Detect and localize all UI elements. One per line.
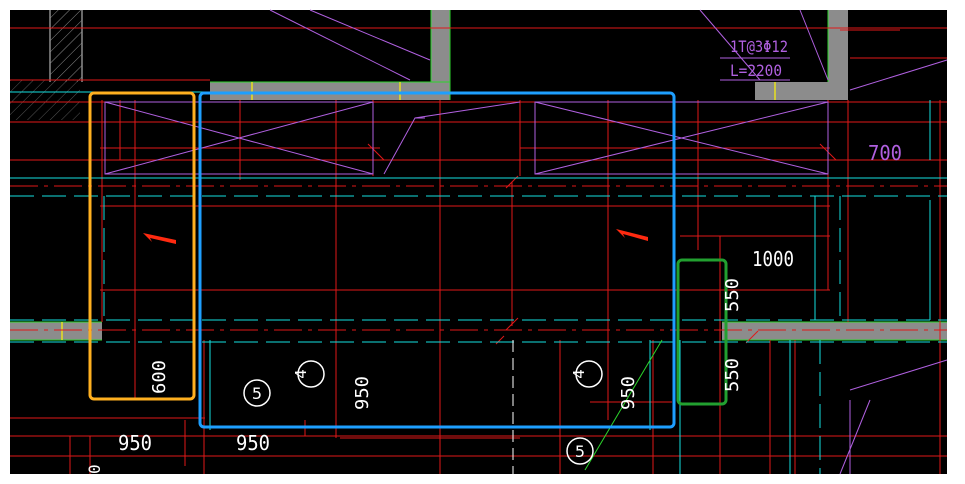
svg-text:5: 5 <box>252 384 262 403</box>
hatched-column <box>10 10 83 120</box>
marker-5-left: 5 <box>243 379 271 407</box>
rebar-spec-label: 1T@3Φ12 <box>730 37 788 56</box>
magenta-lines <box>104 9 948 475</box>
dimension-1000: 1000 <box>752 247 794 271</box>
arrow-left-icon <box>143 233 176 244</box>
green-highlight-box[interactable] <box>676 258 728 406</box>
blue-highlight-box[interactable] <box>198 91 676 429</box>
dimension-950-vertical-right: 950 <box>618 376 639 410</box>
length-label: L=2200 <box>730 61 782 80</box>
svg-text:5: 5 <box>575 442 585 461</box>
marker-4-right: 4 <box>570 360 603 388</box>
dimension-550-lower: 550 <box>722 358 743 392</box>
walls <box>10 10 947 341</box>
svg-text:4: 4 <box>570 369 588 379</box>
dimension-550-upper: 550 <box>722 278 743 312</box>
arrow-right-icon <box>616 229 648 241</box>
orange-highlight-box[interactable] <box>88 91 196 401</box>
dimension-700: 700 <box>868 141 902 165</box>
dimension-600: 600 <box>149 360 170 394</box>
marker-5-bottom: 5 <box>566 437 594 465</box>
cyan-lines <box>10 91 947 474</box>
svg-text:4: 4 <box>292 369 310 379</box>
dimension-partial-bottom-left: 0 <box>85 464 104 474</box>
dimension-950-vertical-left: 950 <box>352 376 373 410</box>
dimension-950-mid: 950 <box>236 431 270 455</box>
green-leader-line <box>584 339 663 471</box>
marker-4-left: 4 <box>292 360 325 388</box>
dimension-950-left: 950 <box>118 431 152 455</box>
